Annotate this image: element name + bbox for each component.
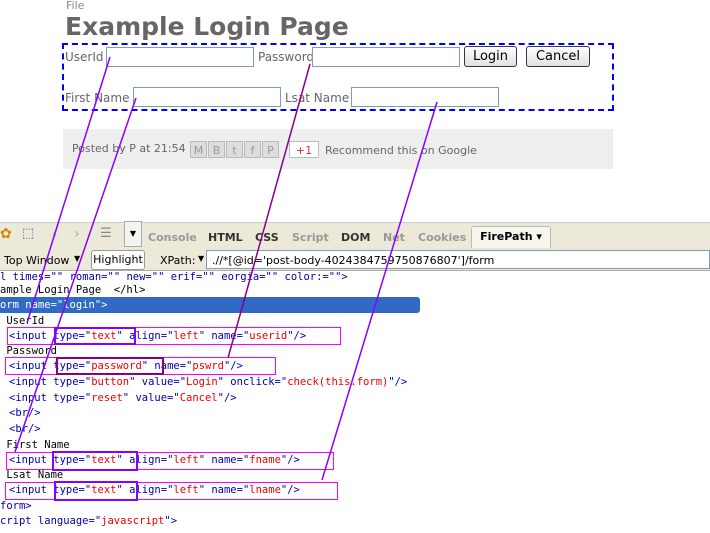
lastname-input[interactable] xyxy=(351,87,499,107)
connector-fname xyxy=(14,97,137,453)
code-tag: <input xyxy=(9,330,54,342)
file-menu[interactable]: File xyxy=(66,0,85,12)
page-title: Example Login Page xyxy=(65,12,349,41)
forward-icon[interactable]: › xyxy=(74,226,80,242)
code-line: <br/> xyxy=(9,407,41,419)
code-line-selected[interactable]: orm name="login"> xyxy=(0,299,108,311)
userid-label: UserId xyxy=(65,50,104,64)
connector-lname xyxy=(321,101,438,481)
recommend-text: Recommend this on Google xyxy=(325,144,477,157)
code-attr: type="text" xyxy=(53,330,123,342)
tab-console[interactable]: Console xyxy=(148,231,197,244)
annotation-box-userid xyxy=(7,327,341,345)
window-select[interactable]: Top Window xyxy=(4,254,70,267)
gplus-button[interactable]: +1 xyxy=(289,141,319,158)
code-line: Password xyxy=(0,345,57,357)
code-attr: type="password" xyxy=(53,360,149,372)
tab-cookies[interactable]: Cookies xyxy=(418,231,467,244)
posted-by: Posted by P at 21:54 xyxy=(72,142,186,155)
code-tag: <input xyxy=(9,454,54,466)
firebug-toolbar xyxy=(0,222,710,249)
form-highlight-outline xyxy=(62,43,614,111)
tab-net[interactable]: Net xyxy=(383,231,405,244)
code-line: First Name xyxy=(0,439,70,451)
code-attr: align="left" name="userid"/> xyxy=(122,330,307,342)
password-label: Password xyxy=(258,50,315,64)
code-line: <br/> xyxy=(9,423,41,435)
code-line: Lsat Name xyxy=(0,469,64,481)
selected-node-highlight xyxy=(0,297,420,313)
login-button[interactable]: Login xyxy=(464,46,517,67)
tab-html[interactable]: HTML xyxy=(208,231,243,244)
annotation-type-lname xyxy=(54,481,138,501)
window-dropdown-icon[interactable]: ▼ xyxy=(74,254,81,263)
email-share-icon[interactable]: M xyxy=(190,141,207,158)
code-line: <input type="button" value="Login" oncli… xyxy=(9,376,408,388)
tab-dom[interactable]: DOM xyxy=(341,231,371,244)
code-line: cript language="javascript"> xyxy=(0,515,178,527)
annotation-type-fname xyxy=(52,451,138,471)
highlight-button[interactable]: Highlight xyxy=(91,250,145,270)
code-line: <input type="text" align="left" name="ln… xyxy=(9,484,300,496)
xpath-label[interactable]: XPath: xyxy=(160,254,196,267)
annotation-box-fname xyxy=(6,452,334,470)
firstname-input[interactable] xyxy=(133,87,281,107)
connector-userid xyxy=(26,56,111,324)
tab-script[interactable]: Script xyxy=(292,231,329,244)
code-line: <input type="text" align="left" name="fn… xyxy=(9,454,300,466)
userid-input[interactable] xyxy=(106,47,254,67)
pinterest-share-icon[interactable]: P xyxy=(262,141,279,158)
code-attr: type="text" xyxy=(53,484,123,496)
firebug-icon[interactable]: ✿ xyxy=(0,226,12,242)
code-attr: align="left" name="lname"/> xyxy=(122,484,300,496)
menu-icon[interactable]: ☰ xyxy=(100,226,112,241)
twitter-share-icon[interactable]: t xyxy=(226,141,243,158)
code-attr: type="text" xyxy=(53,454,123,466)
annotation-type-password xyxy=(56,357,164,375)
facebook-share-icon[interactable]: f xyxy=(244,141,261,158)
code-line: <input type="text" align="left" name="us… xyxy=(9,330,306,342)
code-line: UserId xyxy=(0,315,45,327)
dropdown-icon[interactable]: ▼ xyxy=(124,221,142,247)
code-tag: <input xyxy=(9,484,54,496)
code-attr: align="left" name="fname"/> xyxy=(122,454,300,466)
tab-firepath[interactable]: FirePath ▾ xyxy=(471,226,551,249)
annotation-box-lname xyxy=(5,482,338,500)
inspect-icon[interactable]: ⬚ xyxy=(22,226,35,241)
code-tag: <input xyxy=(9,360,54,372)
code-line: <input type="password" name="pswrd"/> xyxy=(9,360,243,372)
code-line: l times="" roman="" new="" erif="" eorgi… xyxy=(0,271,348,283)
code-line: form> xyxy=(0,500,32,512)
xpath-input[interactable]: .//*[@id='post-body-4024384759750876807'… xyxy=(206,250,710,269)
post-footer xyxy=(63,129,613,169)
blog-share-icon[interactable]: B xyxy=(208,141,225,158)
code-line: ample Login Page </hl> xyxy=(0,284,146,296)
code-line: <input type="reset" value="Cancel"/> xyxy=(9,392,237,404)
connector-password xyxy=(227,63,311,359)
cancel-button[interactable]: Cancel xyxy=(526,46,590,67)
xpath-dropdown-icon[interactable]: ▼ xyxy=(198,254,205,263)
password-input[interactable] xyxy=(312,47,460,67)
